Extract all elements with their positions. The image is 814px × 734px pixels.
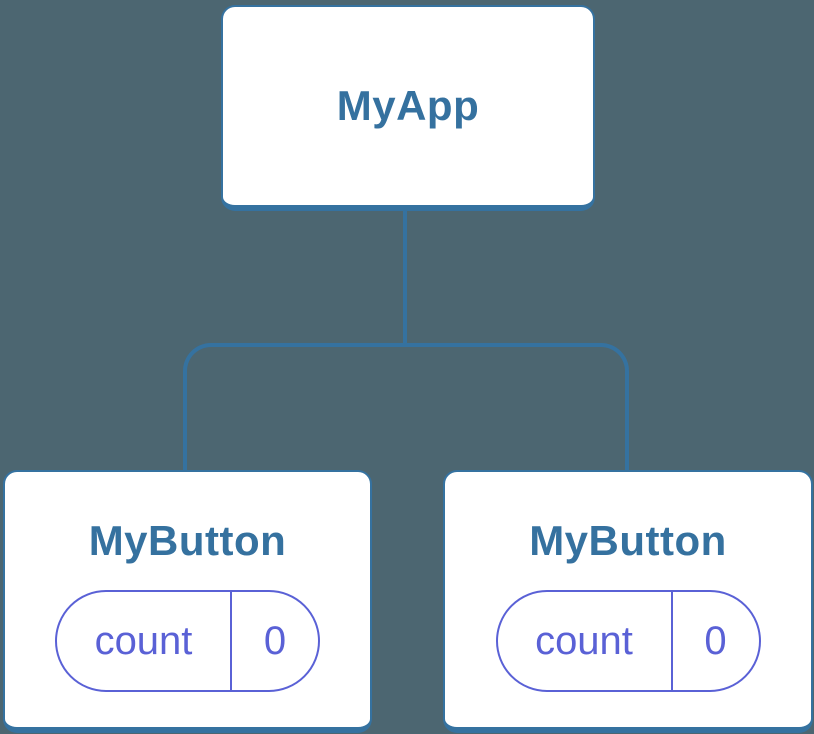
state-key-right: count: [498, 592, 673, 691]
component-box-mybutton-left: MyButton count 0: [3, 470, 372, 733]
component-label-mybutton-left: MyButton: [88, 517, 287, 564]
tree-connector-bracket: [183, 343, 629, 470]
state-key-left: count: [57, 592, 232, 691]
component-box-myapp: MyApp: [221, 5, 595, 211]
tree-connector-stem: [403, 211, 407, 347]
state-pill-left: count 0: [55, 590, 320, 693]
component-box-mybutton-right: MyButton count 0: [443, 470, 813, 733]
state-value-left: 0: [263, 618, 287, 663]
component-label-myapp: MyApp: [336, 81, 480, 129]
component-label-mybutton-right: MyButton: [529, 517, 727, 564]
state-value-right: 0: [704, 618, 727, 663]
state-pill-right: count 0: [495, 590, 761, 693]
